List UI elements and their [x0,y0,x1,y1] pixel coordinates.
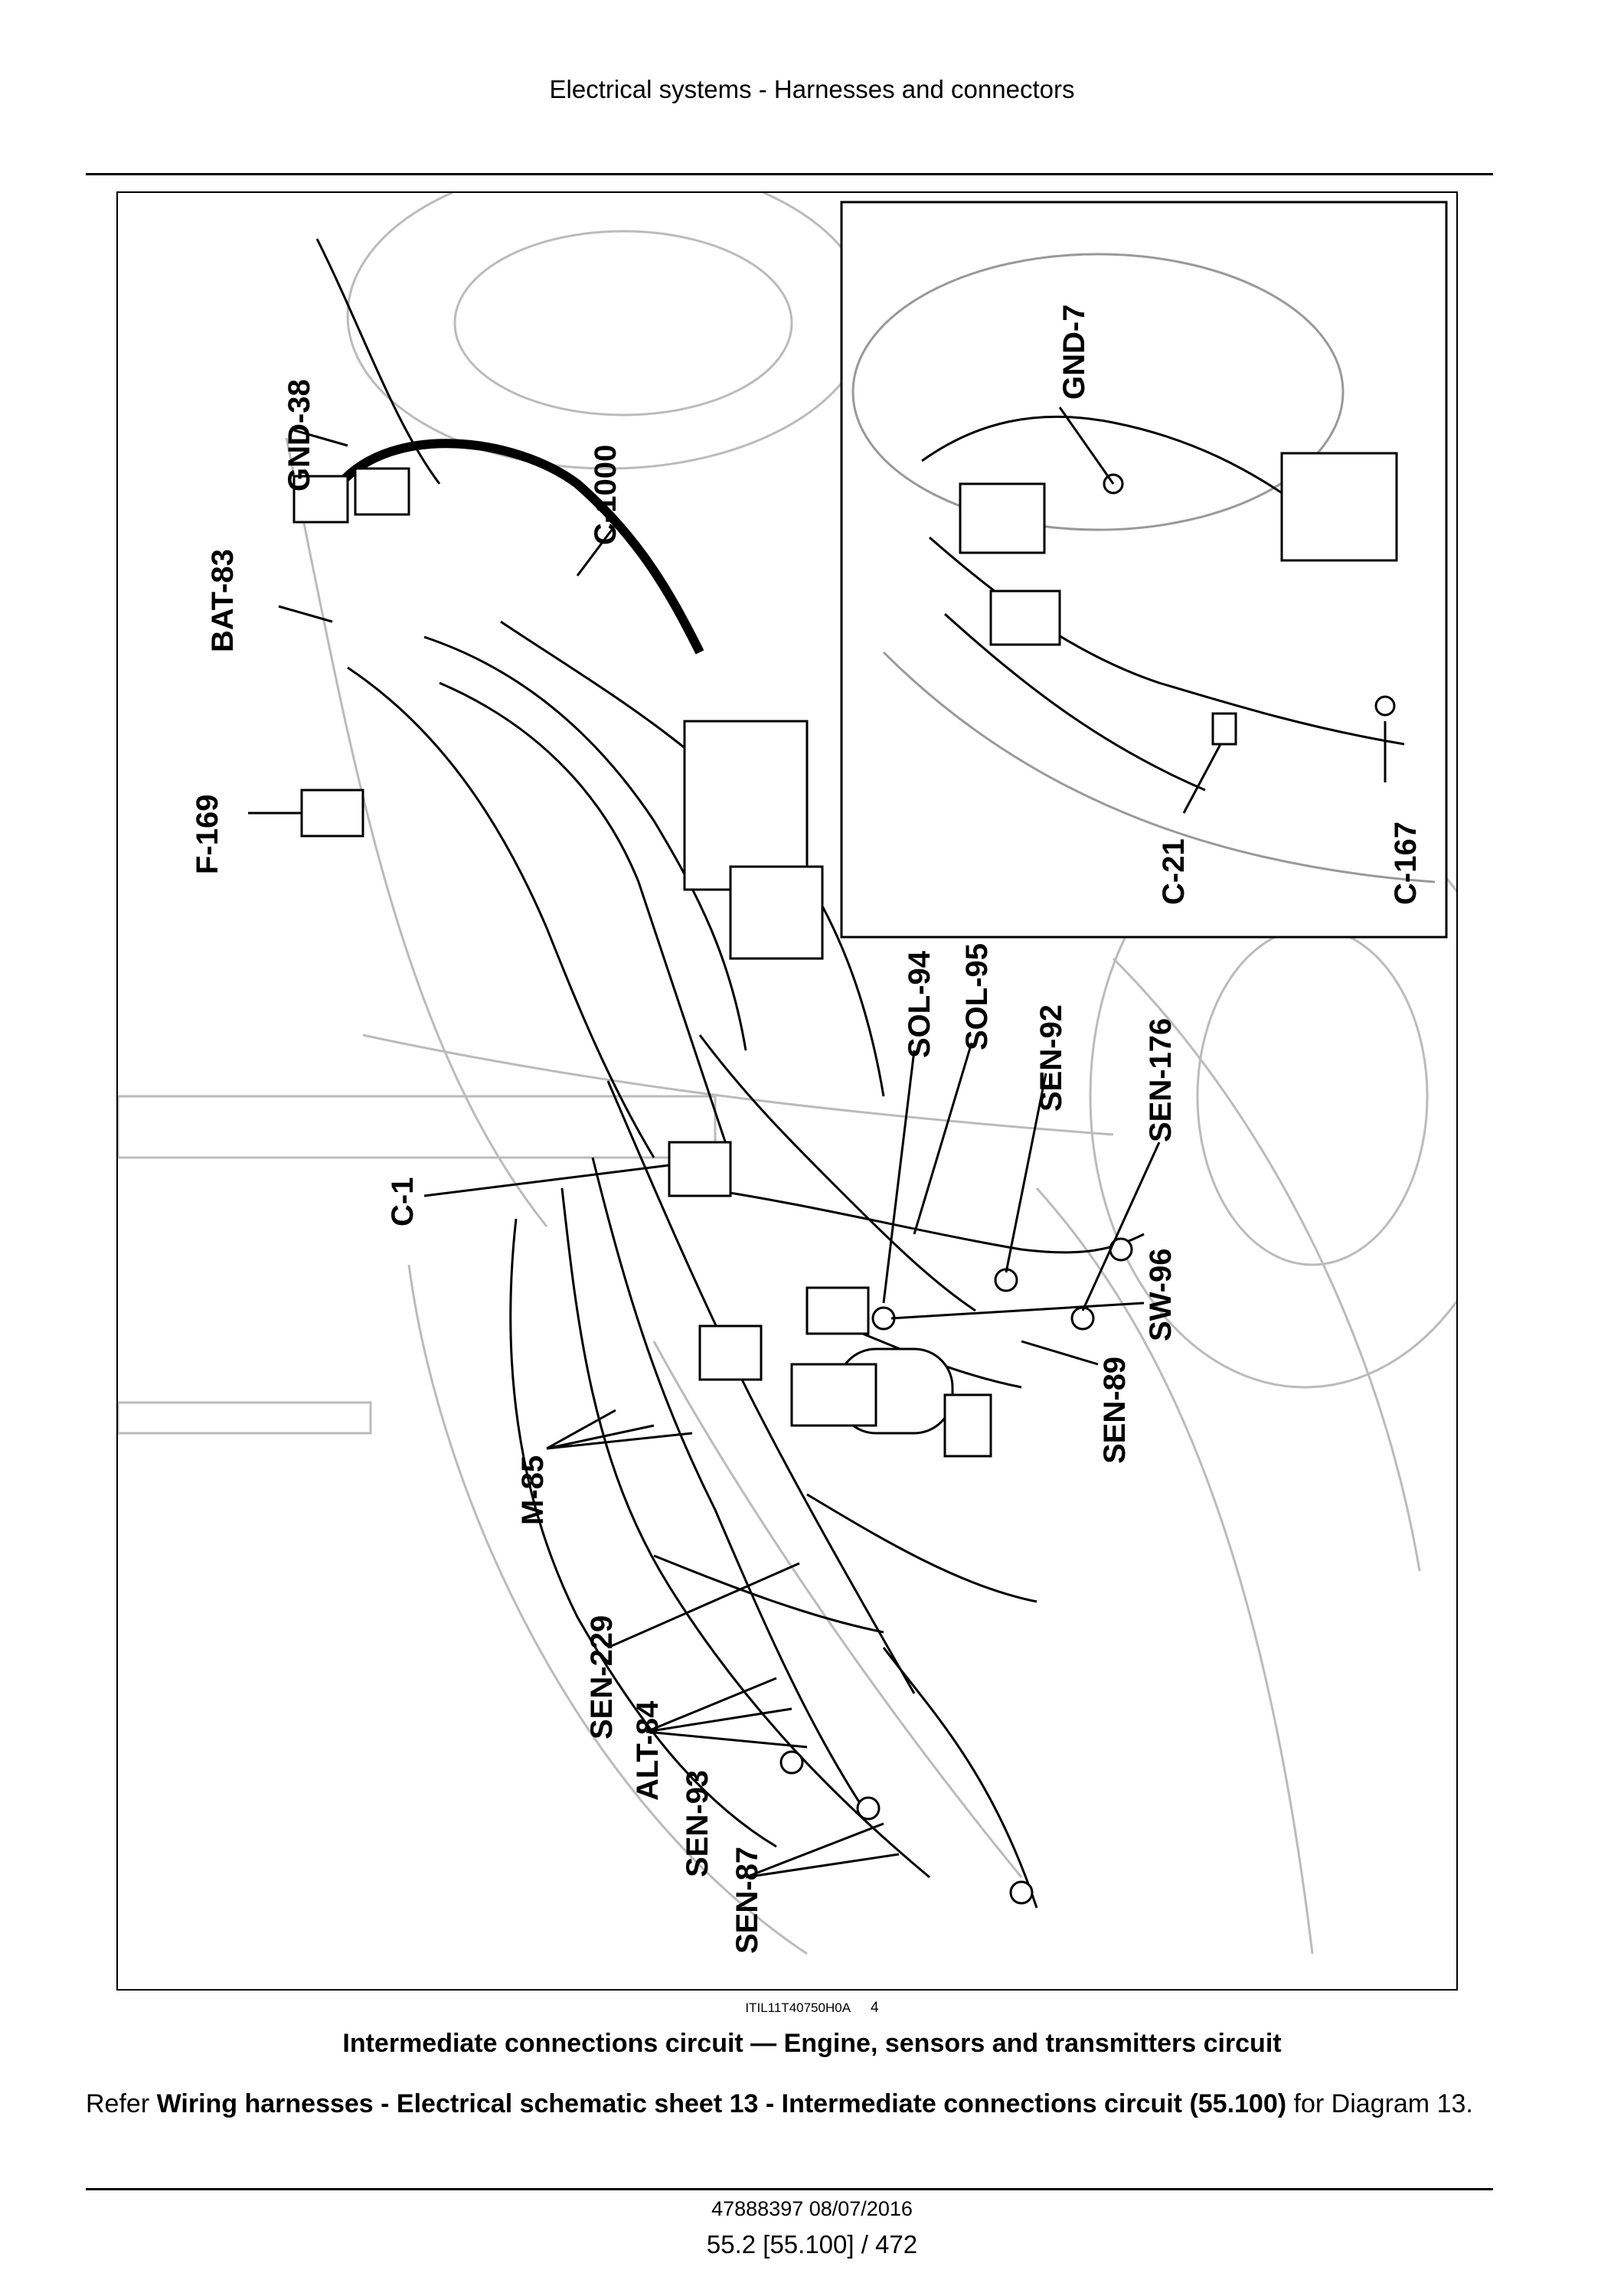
callout-sen-92: SEN-92 [1034,1004,1068,1112]
callout-c-1000: C-1000 [589,445,622,545]
callout-gnd-7: GND-7 [1057,305,1091,400]
callout-labels: GND-38 C-1000 BAT-83 F-169 GND-7 C-21 C-… [191,305,1423,1954]
callout-sol-95: SOL-95 [960,943,994,1050]
callout-sen-93: SEN-93 [681,1770,714,1877]
callout-sen-229: SEN-229 [585,1615,619,1739]
callout-sw-96: SW-96 [1144,1249,1178,1341]
footer-rule [86,2188,1493,2190]
page-header: Electrical systems - Harnesses and conne… [549,75,1075,103]
callout-c-167: C-167 [1389,821,1423,905]
callout-sen-176: SEN-176 [1144,1018,1178,1142]
callout-m-85: M-85 [516,1455,550,1525]
connector-shapes [292,467,1133,1905]
header-rule [86,173,1493,175]
inset-detail-panel [840,201,1448,939]
callout-sol-94: SOL-94 [903,950,936,1058]
callout-gnd-38: GND-38 [283,379,316,492]
callout-bat-83: BAT-83 [206,549,240,652]
reference-prefix: Refer [86,2089,157,2118]
figure-code: ITIL11T40750H0A [745,2000,851,2015]
callout-c-21: C-21 [1157,838,1191,905]
wiring-harness-illustration: GND-38 C-1000 BAT-83 F-169 GND-7 C-21 C-… [116,191,1458,1991]
document-id: 47888397 08/07/2016 [711,2197,913,2220]
page-number: 55.2 [55.100] / 472 [706,2230,918,2258]
callout-sen-87: SEN-87 [730,1847,764,1954]
figure-caption: Intermediate connections circuit — Engin… [342,2029,1282,2058]
reference-paragraph: Refer Wiring harnesses - Electrical sche… [86,2087,1495,2121]
figure-number: 4 [871,2000,879,2016]
reference-suffix: for Diagram 13. [1286,2089,1473,2118]
callout-alt-84: ALT-84 [631,1700,665,1801]
callout-sen-89: SEN-89 [1098,1357,1132,1464]
figure-reference: ITIL11T40750H0A 4 [0,2000,1624,2017]
callout-c-1: C-1 [386,1177,420,1226]
schematic-reference-link[interactable]: Wiring harnesses - Electrical schematic … [156,2089,1287,2118]
leader-lines [248,407,1387,1879]
callout-f-169: F-169 [191,795,224,875]
